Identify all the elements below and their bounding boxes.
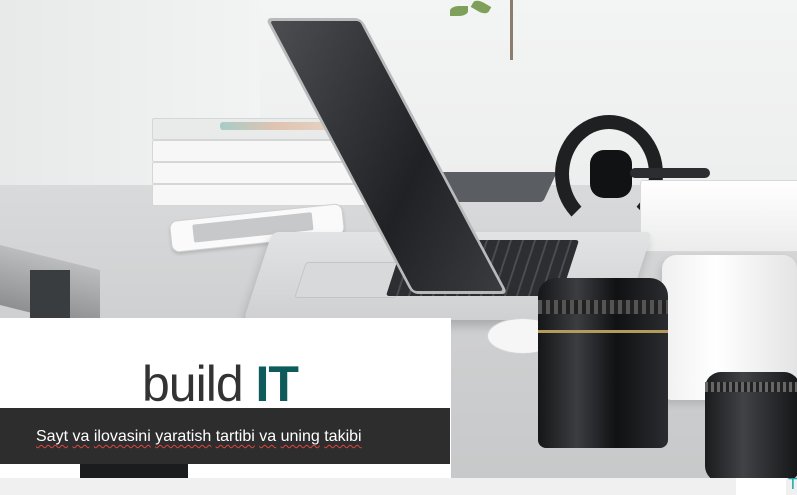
headphone-cup <box>590 150 632 198</box>
notebook <box>640 180 797 252</box>
plant-stem <box>510 0 513 60</box>
desk-leg <box>30 270 70 320</box>
subtitle-bar <box>0 408 450 464</box>
slide-subtitle[interactable]: Sayt va ilovasini yaratish tartibi va un… <box>36 428 362 446</box>
subtitle-word: takibi <box>324 428 362 445</box>
title-part-build: build <box>142 356 256 412</box>
cable <box>630 168 710 178</box>
lens-gold-band <box>538 330 668 333</box>
lens-ring <box>538 300 668 314</box>
slide-bottom-strip <box>0 478 797 495</box>
subtitle-word: tartibi <box>215 428 255 445</box>
card-shadow <box>80 464 188 478</box>
next-slide-glyph: T <box>788 476 797 493</box>
subtitle-word: ilovasini <box>93 428 151 445</box>
plant-icon <box>450 0 530 30</box>
subtitle-word: uning <box>280 428 320 445</box>
book-cover-accent <box>220 122 330 130</box>
title-part-it: IT <box>255 356 299 412</box>
subtitle-word: va <box>259 428 277 445</box>
lens-ring-small <box>705 382 797 392</box>
slide-title[interactable]: build IT <box>142 356 299 412</box>
subtitle-word: va <box>72 428 90 445</box>
subtitle-word: Sayt <box>36 428 69 445</box>
next-slide-preview <box>736 478 786 495</box>
subtitle-word: yaratish <box>155 428 212 445</box>
